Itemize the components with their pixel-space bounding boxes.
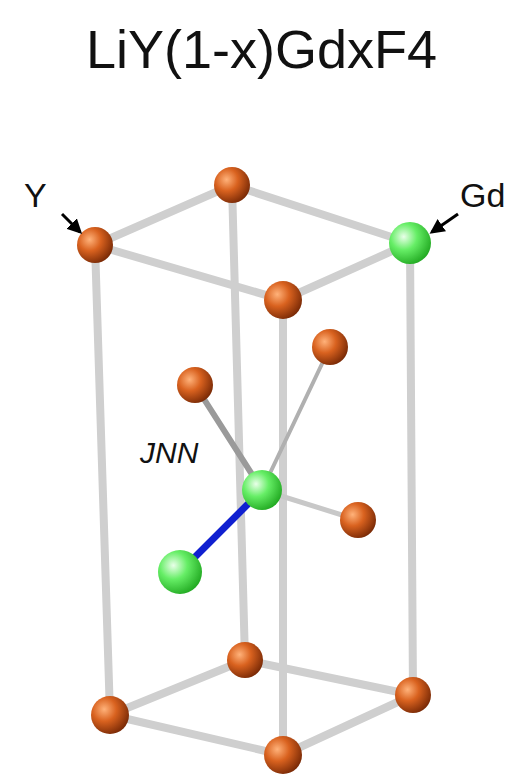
atoms	[77, 167, 431, 774]
atom-label: Gd	[460, 178, 505, 212]
leader-arrows	[62, 214, 458, 232]
unit-cell	[95, 185, 413, 755]
atom-label: Y	[24, 178, 47, 212]
exchange-label: JNN	[140, 438, 198, 468]
formula-title: LiY(1-x)GdxF4	[86, 22, 437, 76]
